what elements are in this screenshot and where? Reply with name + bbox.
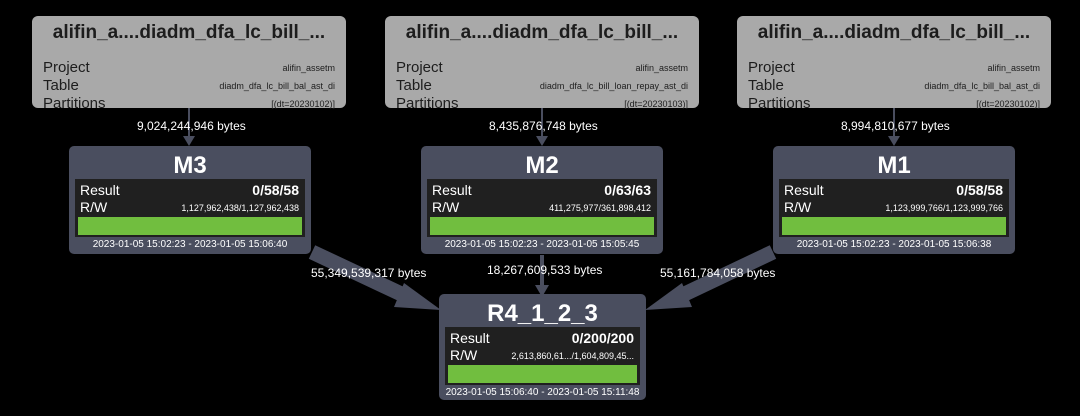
task-title: R4_1_2_3	[487, 300, 598, 327]
table-label: Table	[43, 77, 79, 94]
partitions-label: Partitions	[43, 95, 106, 112]
rw-label: R/W	[432, 199, 460, 215]
task-stats-panel: Result 0/58/58 R/W 1,123,999,766/1,123,999…	[779, 179, 1009, 237]
rw-label: R/W	[450, 347, 478, 363]
progress-bar	[448, 365, 637, 383]
edge-t3-m1-arrowhead	[888, 136, 900, 146]
progress-bar	[430, 217, 654, 235]
edge-label-m1-r4: 55,161,784,058 bytes	[660, 266, 776, 280]
rw-value: 1,127,962,438/1,127,962,438	[181, 203, 299, 213]
task-time-range: 2023-01-05 15:02:23 - 2023-01-05 15:06:3…	[796, 239, 992, 250]
table-value: diadm_dfa_lc_bill_bal_ast_di	[924, 81, 1040, 91]
task-node-r4-1-2-3[interactable]: R4_1_2_3 Result 0/200/200 R/W 2,613,860,61…	[439, 294, 646, 400]
rw-label: R/W	[80, 199, 108, 215]
task-node-m1[interactable]: M1 Result 0/58/58 R/W 1,123,999,766/1,123,…	[773, 146, 1015, 254]
task-time-range: 2023-01-05 15:06:40 - 2023-01-05 15:11:4…	[445, 387, 640, 398]
table-node-2[interactable]: alifin_a....diadm_dfa_lc_bill_... Projec…	[385, 16, 699, 112]
partitions-label: Partitions	[396, 95, 459, 112]
edge-label-m2-r4: 18,267,609,533 bytes	[487, 263, 603, 277]
task-stats-panel: Result 0/200/200 R/W 2,613,860,61.../1,604…	[445, 327, 640, 385]
result-label: Result	[784, 182, 824, 198]
task-title: M1	[877, 152, 911, 179]
table-value: diadm_dfa_lc_bill_bal_ast_di	[219, 81, 335, 91]
task-node-m2[interactable]: M2 Result 0/63/63 R/W 411,275,977/361,898,…	[421, 146, 663, 254]
partitions-value: [(dt=20230102)]	[271, 99, 335, 109]
result-label: Result	[450, 330, 490, 346]
progress-bar-fill	[782, 217, 1006, 235]
project-label: Project	[43, 59, 90, 76]
task-title: M3	[173, 152, 207, 179]
edge-label-m3-r4: 55,349,539,317 bytes	[311, 266, 427, 280]
project-label: Project	[396, 59, 443, 76]
edge-label-t3-m1: 8,994,810,677 bytes	[841, 119, 950, 133]
table-label: Table	[748, 77, 784, 94]
project-value: alifin_assetm	[987, 63, 1040, 73]
edge-m1-r4	[668, 245, 777, 307]
partitions-label: Partitions	[748, 95, 811, 112]
task-stats-panel: Result 0/58/58 R/W 1,127,962,438/1,127,962…	[75, 179, 305, 237]
table-node-3[interactable]: alifin_a....diadm_dfa_lc_bill_... Projec…	[737, 16, 1051, 112]
result-value: 0/200/200	[571, 330, 634, 346]
result-value: 0/63/63	[604, 182, 651, 198]
project-value: alifin_assetm	[635, 63, 688, 73]
progress-bar-fill	[78, 217, 302, 235]
table-node-title: alifin_a....diadm_dfa_lc_bill_...	[52, 22, 326, 43]
project-label: Project	[748, 59, 795, 76]
task-time-range: 2023-01-05 15:02:23 - 2023-01-05 15:06:4…	[92, 239, 288, 250]
progress-bar	[782, 217, 1006, 235]
result-value: 0/58/58	[252, 182, 299, 198]
task-node-m3[interactable]: M3 Result 0/58/58 R/W 1,127,962,438/1,127,…	[69, 146, 311, 254]
result-label: Result	[80, 182, 120, 198]
rw-value: 411,275,977/361,898,412	[549, 203, 651, 213]
edge-m2-r4-arrowhead	[535, 285, 549, 297]
task-title: M2	[525, 152, 559, 179]
progress-bar-fill	[448, 365, 637, 383]
task-time-range: 2023-01-05 15:02:23 - 2023-01-05 15:05:4…	[444, 239, 640, 250]
edge-m3-r4-arrowhead	[394, 283, 441, 310]
edge-m1-r4-arrowhead	[645, 283, 692, 310]
table-node-title: alifin_a....diadm_dfa_lc_bill_...	[757, 22, 1031, 43]
table-value: diadm_dfa_lc_bill_loan_repay_ast_di	[539, 81, 688, 91]
result-label: Result	[432, 182, 472, 198]
rw-label: R/W	[784, 199, 812, 215]
table-node-1[interactable]: alifin_a....diadm_dfa_lc_bill_... Projec…	[32, 16, 346, 112]
edge-t2-m2-arrowhead	[536, 136, 548, 146]
edge-t1-m3-arrowhead	[183, 136, 195, 146]
table-label: Table	[396, 77, 432, 94]
edge-label-t1-m3: 9,024,244,946 bytes	[137, 119, 246, 133]
progress-bar	[78, 217, 302, 235]
edge-label-t2-m2: 8,435,876,748 bytes	[489, 119, 598, 133]
project-value: alifin_assetm	[282, 63, 335, 73]
task-stats-panel: Result 0/63/63 R/W 411,275,977/361,898,412	[427, 179, 657, 237]
partitions-value: [(dt=20230102)]	[976, 99, 1040, 109]
edge-m3-r4	[308, 245, 418, 307]
progress-bar-fill	[430, 217, 654, 235]
partitions-value: [(dt=20230103)]	[624, 99, 688, 109]
result-value: 0/58/58	[956, 182, 1003, 198]
rw-value: 1,123,999,766/1,123,999,766	[885, 203, 1003, 213]
table-node-title: alifin_a....diadm_dfa_lc_bill_...	[405, 22, 679, 43]
rw-value: 2,613,860,61.../1,604,809,45...	[511, 351, 634, 361]
